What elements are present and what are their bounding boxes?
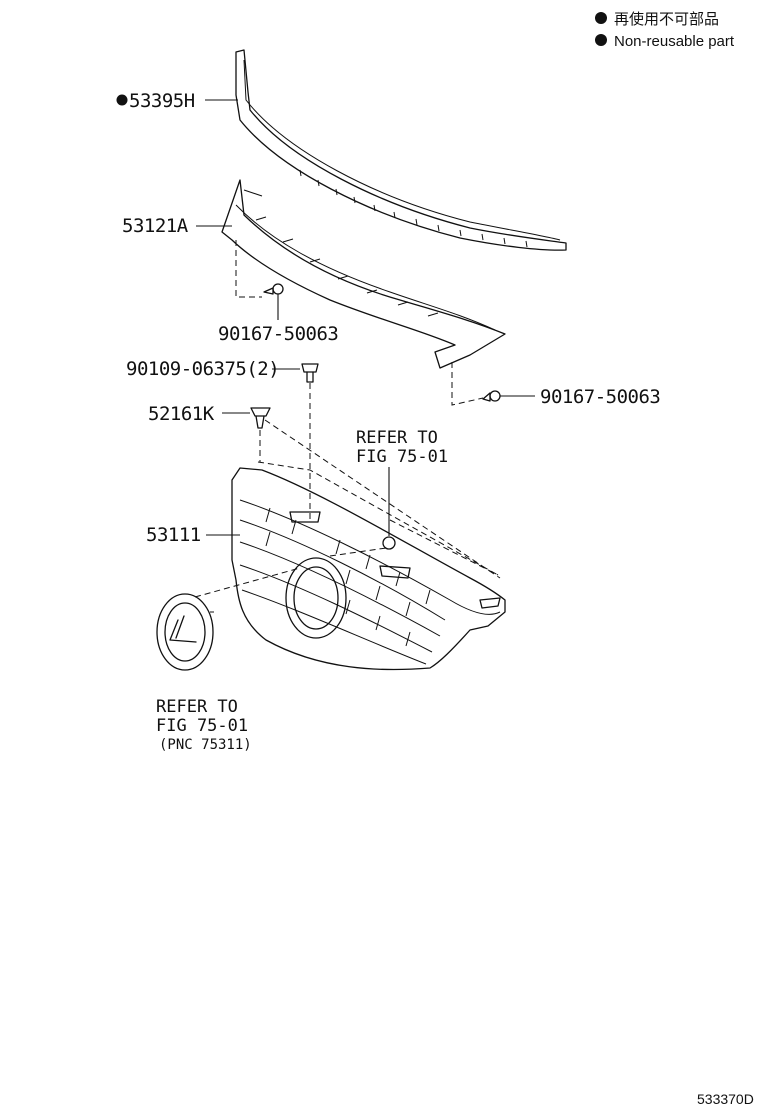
part-label-clip-bolt: 90109-06375(2) bbox=[126, 358, 279, 380]
screw-left-icon bbox=[235, 240, 284, 320]
upper-grille-53121a-drawing bbox=[221, 179, 506, 369]
emblem-reference-line1: REFER TO bbox=[156, 697, 238, 717]
part-label-screw-left: 90167-50063 bbox=[218, 323, 338, 345]
legend-bullet-icon bbox=[595, 12, 607, 24]
clip-bolt-icon bbox=[272, 363, 319, 520]
legend: 再使用不可部品 Non-reusable part bbox=[595, 11, 735, 50]
emblem-icon bbox=[156, 567, 301, 671]
retainer-icon bbox=[222, 407, 501, 579]
molding-53395h-drawing bbox=[235, 49, 567, 251]
legend-english-text: Non-reusable part bbox=[614, 33, 735, 50]
non-reusable-marker-icon bbox=[116, 94, 128, 106]
grille-reference-line1: REFER TO bbox=[356, 428, 438, 448]
grille-fastener-icon bbox=[382, 536, 396, 550]
part-label-53395h: 53395H bbox=[129, 90, 195, 112]
part-label-53121a: 53121A bbox=[122, 215, 189, 237]
part-label-screw-right: 90167-50063 bbox=[540, 386, 660, 408]
part-label-52161k: 52161K bbox=[148, 403, 215, 425]
radiator-grille-53111-drawing bbox=[231, 461, 506, 671]
emblem-reference-pnc: (PNC 75311) bbox=[159, 737, 252, 753]
screw-right-icon bbox=[451, 362, 535, 406]
legend-japanese-text: 再使用不可部品 bbox=[614, 11, 719, 28]
part-label-53111: 53111 bbox=[146, 524, 201, 546]
grille-reference-line2: FIG 75-01 bbox=[356, 447, 448, 467]
figure-code: 533370D bbox=[697, 1091, 754, 1107]
emblem-reference-line2: FIG 75-01 bbox=[156, 716, 248, 736]
legend-bullet-icon bbox=[595, 34, 607, 46]
